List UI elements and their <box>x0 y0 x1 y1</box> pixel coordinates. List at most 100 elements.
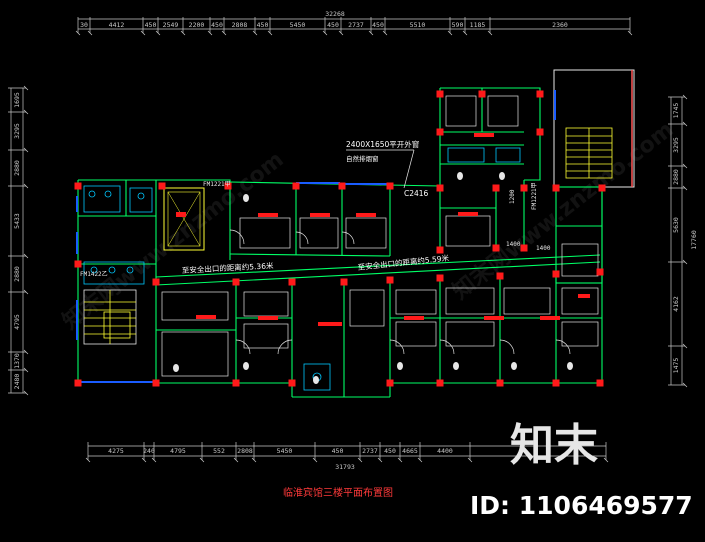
left-dim-2: 2880 <box>13 160 21 176</box>
column-0 <box>74 182 82 190</box>
column-6 <box>436 184 444 192</box>
left-dim-3: 5433 <box>13 213 21 229</box>
column-21 <box>386 379 394 387</box>
top-dim-14: 1185 <box>470 21 486 29</box>
column-10 <box>232 278 240 286</box>
column-14 <box>436 274 444 282</box>
top-dim-13: 590 <box>452 21 464 29</box>
bottom-dim-1: 240 <box>143 447 155 455</box>
left-dimension-chain <box>8 85 29 396</box>
dim-label-1200: 1200 <box>509 189 516 204</box>
column-26 <box>436 90 444 98</box>
top-total-dimension: 32268 <box>325 10 345 18</box>
column-17 <box>596 268 604 276</box>
left-dim-5: 4795 <box>13 314 21 330</box>
toilet-icons <box>173 172 573 384</box>
top-dim-8: 5450 <box>290 21 306 29</box>
column-33 <box>74 260 82 268</box>
top-dim-7: 450 <box>257 21 269 29</box>
top-dim-12: 5510 <box>410 21 426 29</box>
column-37 <box>436 246 444 254</box>
bottom-dim-0: 4275 <box>108 447 124 455</box>
door-label-fm3: FM1221甲 <box>531 182 538 210</box>
stair-northeast <box>565 127 613 179</box>
drawing-title: 临淮宾馆三楼平面布置图 <box>283 486 393 499</box>
column-20 <box>288 379 296 387</box>
shaft-elevator <box>163 187 205 251</box>
column-31 <box>598 184 606 192</box>
bottom-dim-2: 4795 <box>170 447 186 455</box>
asset-id: ID: 1106469577 <box>470 491 693 520</box>
left-dim-7: 2480 <box>13 374 21 390</box>
top-dim-9: 450 <box>327 21 339 29</box>
top-dim-6: 2808 <box>232 21 248 29</box>
right-dim-2: 2880 <box>672 169 680 185</box>
top-dim-0: 30 <box>80 21 88 29</box>
top-dim-5: 450 <box>211 21 223 29</box>
left-dim-6: 1370 <box>13 353 21 369</box>
door-label-fm2: FM1422乙 <box>80 271 108 278</box>
stair-west <box>83 289 137 345</box>
column-23 <box>496 379 504 387</box>
column-9 <box>152 278 160 286</box>
column-11 <box>288 278 296 286</box>
left-dim-1: 3295 <box>13 123 21 139</box>
right-dim-3: 5630 <box>672 217 680 233</box>
smoke-window-label: 自然排烟窗 <box>346 154 379 163</box>
column-22 <box>436 379 444 387</box>
column-16 <box>552 270 560 278</box>
right-dim-4: 4162 <box>672 296 680 312</box>
dim-label-1400b: 1400 <box>536 245 551 252</box>
watermark-text-1: 知末网www.znzmo.com <box>58 146 289 334</box>
column-27 <box>478 90 486 98</box>
bottom-total-dimension: 31793 <box>335 463 355 471</box>
column-32 <box>552 184 560 192</box>
bottom-dimension-chain <box>85 442 609 463</box>
column-8 <box>520 184 528 192</box>
column-29 <box>436 128 444 136</box>
bottom-dim-9: 4665 <box>402 447 418 455</box>
annotation-leader <box>346 149 415 189</box>
exit-distance-label-1: 至安全出口的距离约5.36米 <box>182 260 275 275</box>
top-dim-4: 2200 <box>189 21 205 29</box>
column-30 <box>536 128 544 136</box>
bottom-dim-4: 2808 <box>237 447 253 455</box>
top-dim-3: 2549 <box>163 21 179 29</box>
column-12 <box>340 278 348 286</box>
zhimo-logo: 知末 <box>510 420 598 471</box>
column-2 <box>224 182 232 190</box>
dim-label-1400a: 1400 <box>506 241 521 248</box>
column-4 <box>338 182 346 190</box>
left-dim-0: 1695 <box>13 92 21 108</box>
window-code-label: C2416 <box>404 189 429 198</box>
column-1 <box>158 182 166 190</box>
bottom-dim-6: 450 <box>332 447 344 455</box>
bottom-dim-3: 552 <box>213 447 225 455</box>
column-36 <box>492 244 500 252</box>
right-dim-1: 3295 <box>672 137 680 153</box>
column-35 <box>520 244 528 252</box>
bathroom-fixtures <box>83 147 521 391</box>
column-3 <box>292 182 300 190</box>
bottom-dim-7: 2737 <box>362 447 378 455</box>
window-spec-label: 2400X1650平开外窗 <box>346 139 419 149</box>
right-total-dimension: 17760 <box>690 230 698 250</box>
top-dimension-chain <box>75 17 633 36</box>
left-dim-4: 2880 <box>13 266 21 282</box>
red-markers <box>176 133 590 326</box>
column-19 <box>232 379 240 387</box>
top-dim-1: 4412 <box>109 21 125 29</box>
bottom-dim-8: 450 <box>384 447 396 455</box>
top-dim-15: 2360 <box>552 21 568 29</box>
room-furniture <box>161 95 599 377</box>
top-dim-2: 450 <box>145 21 157 29</box>
column-25 <box>596 379 604 387</box>
column-24 <box>552 379 560 387</box>
door-label-fm1: FM1221甲 <box>203 181 231 188</box>
structural-columns <box>74 90 606 387</box>
bottom-dim-10: 4400 <box>437 447 453 455</box>
column-28 <box>536 90 544 98</box>
